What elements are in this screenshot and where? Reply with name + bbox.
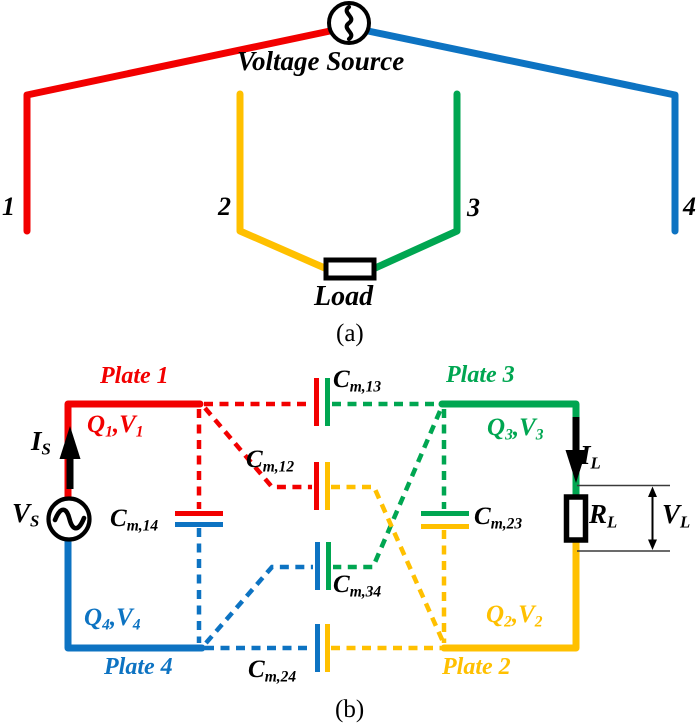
capacitor-cm34-icon xyxy=(315,542,331,590)
plate2-wire xyxy=(440,538,580,652)
rl-resistor-icon xyxy=(563,494,589,543)
plate4-label: Plate 4 xyxy=(104,654,173,680)
measure-arrow-up xyxy=(648,486,657,497)
plate1-label: Plate 1 xyxy=(100,363,169,389)
q2v2-label: Q2,V2 xyxy=(486,601,543,631)
caption-b: (b) xyxy=(335,696,365,723)
rl-label: RL xyxy=(589,499,618,532)
plate-number-2: 2 xyxy=(218,192,231,221)
is-current-arrow xyxy=(59,426,81,489)
plate3-label: Plate 3 xyxy=(446,362,515,388)
wire-plate3 xyxy=(369,90,461,273)
plate-number-3: 3 xyxy=(467,193,480,222)
capacitor-cm23-icon xyxy=(421,511,469,529)
plate-number-4: 4 xyxy=(683,192,696,221)
wire-plate1 xyxy=(23,27,334,235)
q3v3-label: Q3,V3 xyxy=(487,414,544,444)
wire-plate2 xyxy=(236,90,331,273)
panel-a-wires xyxy=(23,27,679,273)
plate4-wire xyxy=(64,536,206,652)
vl-label: VL xyxy=(662,499,691,532)
cm34-label: Cm,34 xyxy=(333,571,382,601)
cm23-label: Cm,23 xyxy=(474,503,523,533)
blue-dash-to-cm34 xyxy=(204,564,313,645)
q1v1-label: Q1,V1 xyxy=(87,411,144,441)
voltage-source-label: Voltage Source xyxy=(237,46,405,76)
cm13-label: Cm,13 xyxy=(333,366,382,396)
q4v4-label: Q4,V4 xyxy=(84,604,141,634)
plate-number-1: 1 xyxy=(2,192,15,221)
red-dash-to-cm12 xyxy=(203,406,312,490)
wire-plate4 xyxy=(364,27,679,235)
measure-arrow-down xyxy=(648,539,657,550)
sine-glyph xyxy=(344,4,354,42)
capacitor-cm14-icon xyxy=(175,511,223,527)
capacitor-cm12-icon xyxy=(314,462,330,510)
capacitor-cm13-icon xyxy=(314,378,330,426)
is-label: IS xyxy=(31,426,51,459)
caption-a: (a) xyxy=(336,320,364,347)
plate2-label: Plate 2 xyxy=(442,654,511,680)
cm14-label: Cm,14 xyxy=(110,505,159,535)
vl-measure xyxy=(577,484,670,552)
cm24-label: Cm,24 xyxy=(248,656,297,686)
cm12-label: Cm,12 xyxy=(246,446,295,476)
load-resistor-icon xyxy=(323,257,377,281)
vs-source-icon xyxy=(46,496,92,542)
coupling-dashed-lines xyxy=(196,401,447,651)
vs-label: VS xyxy=(12,498,40,531)
yellow-dash-to-cm12 xyxy=(331,484,447,645)
il-label: IL xyxy=(580,440,601,473)
sine-glyph xyxy=(52,507,87,531)
il-current-arrow xyxy=(565,417,587,483)
voltage-source-icon xyxy=(327,1,371,45)
load-label: Load xyxy=(314,281,374,312)
capacitor-cm24-icon xyxy=(315,624,330,672)
